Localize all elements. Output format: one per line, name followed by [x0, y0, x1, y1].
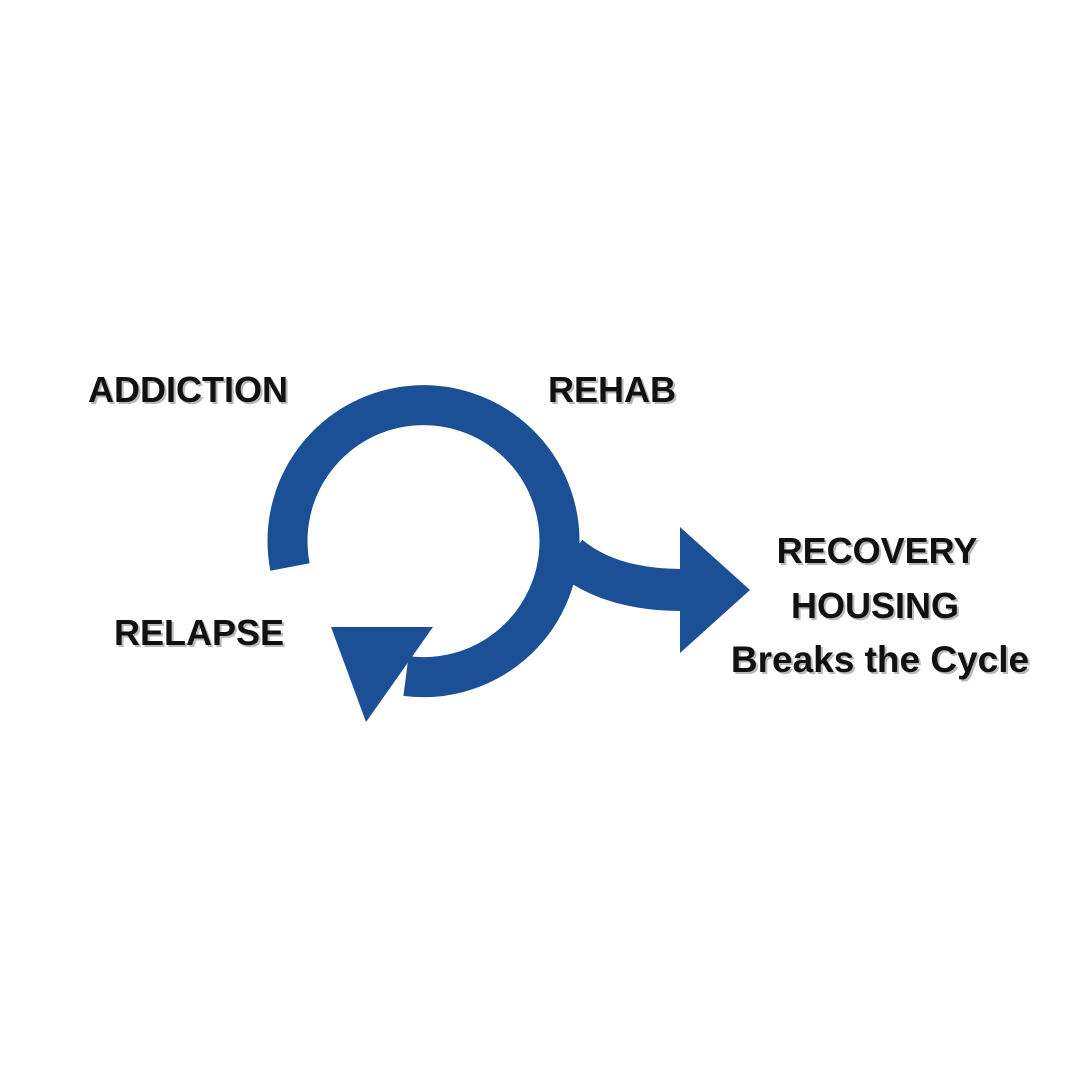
breaks-the-cycle-label: Breaks the Cycle: [730, 639, 1030, 680]
relapse-label: RELAPSE: [114, 612, 285, 653]
exit-arrowhead: [680, 527, 750, 653]
exit-arrow-shaft: [555, 539, 683, 611]
outcome-text-block: RECOVERY HOUSING Breaks the Cycle: [700, 533, 1060, 680]
cycle-arrowhead: [331, 627, 433, 722]
addiction-label: ADDICTION: [88, 369, 288, 410]
recovery-label: RECOVERY: [776, 530, 978, 571]
cycle-arc: [267, 385, 580, 698]
rehab-label: REHAB: [548, 369, 677, 410]
housing-label: HOUSING: [790, 585, 959, 626]
